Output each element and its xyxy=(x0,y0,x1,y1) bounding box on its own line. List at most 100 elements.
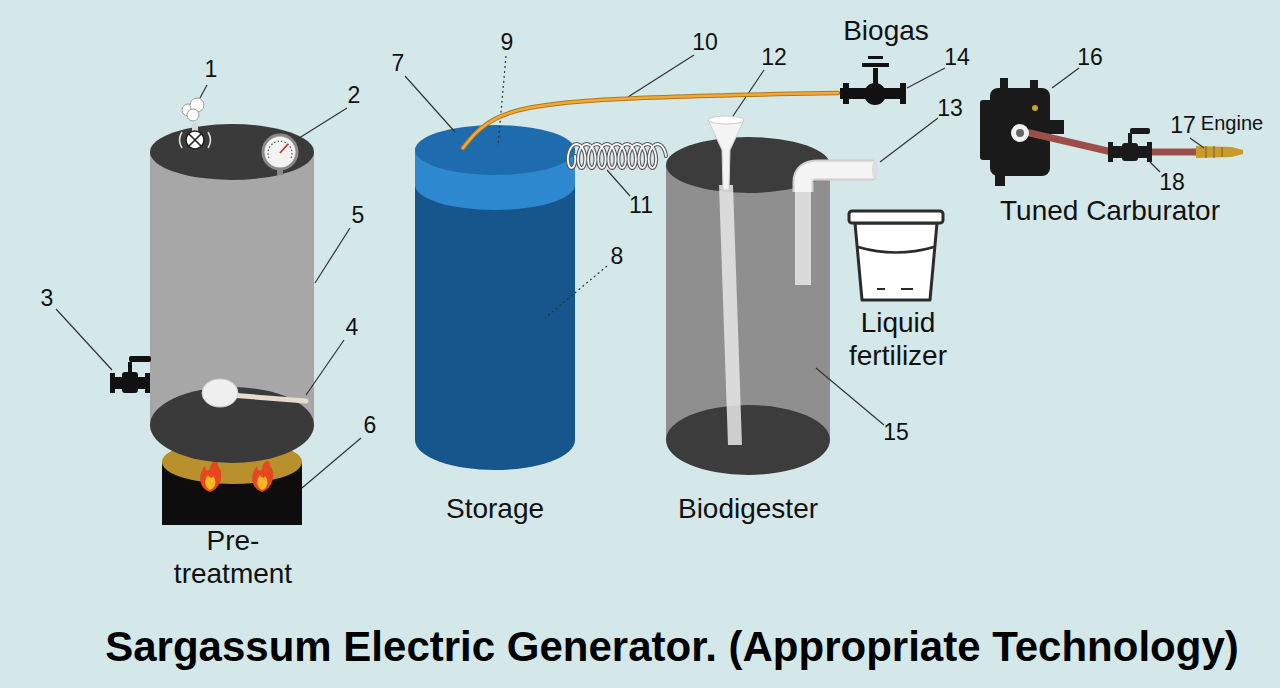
callout-number: 14 xyxy=(944,46,970,69)
leader-line xyxy=(306,340,344,395)
flame-inner xyxy=(205,475,215,490)
leader-line xyxy=(1190,138,1204,148)
outlet-mouth xyxy=(872,160,878,180)
biogas-valve: Biogas xyxy=(838,14,934,110)
valve-flange xyxy=(843,83,849,104)
valve-flange xyxy=(1147,142,1152,162)
leader-line xyxy=(880,118,938,162)
callout-number: 1 xyxy=(205,58,218,81)
valve-stem xyxy=(1128,133,1132,143)
tank-body xyxy=(415,150,575,440)
leader-line xyxy=(498,56,506,146)
hose-valve xyxy=(1108,128,1152,162)
valve-handle xyxy=(868,56,883,59)
connector-outline xyxy=(463,93,838,148)
drain-valve xyxy=(110,356,151,393)
callout-number: 11 xyxy=(629,194,653,217)
fuel-hose xyxy=(1150,149,1200,156)
carb-nozzle xyxy=(1048,120,1064,134)
digester-bottom xyxy=(666,405,830,475)
component-caption: Pre-treatment xyxy=(152,524,314,591)
callout-number: 18 xyxy=(1159,171,1185,194)
component-caption: Biogas xyxy=(843,14,929,48)
valve-body xyxy=(1122,143,1138,161)
callout-number: 6 xyxy=(364,414,377,437)
sampler-handle xyxy=(230,395,306,401)
diagram-title: Sargassum Electric Generator. (Appropria… xyxy=(105,626,1239,668)
component-caption: Storage xyxy=(446,492,544,526)
valve-handle xyxy=(129,356,151,362)
gauge-needle xyxy=(280,144,288,153)
valve-stem xyxy=(128,362,132,373)
leader-line xyxy=(56,309,112,370)
carburetor xyxy=(980,78,1064,186)
fertilizer-bucket: Liquid fertilizer xyxy=(842,205,954,373)
part-label: Tuned Carburator xyxy=(1000,197,1220,225)
bucket-mark xyxy=(877,288,885,290)
callout-number: 7 xyxy=(392,52,405,75)
biogas-hose xyxy=(463,93,838,148)
valve-body xyxy=(864,83,886,105)
gauge-scale xyxy=(268,141,292,158)
tank-bottom xyxy=(415,410,575,470)
callout-number: 10 xyxy=(692,31,718,54)
callout-number: 16 xyxy=(1077,46,1103,69)
flame xyxy=(200,461,221,492)
leader-line xyxy=(302,438,361,488)
valve-stem xyxy=(192,123,198,131)
valve-flange xyxy=(145,373,150,393)
feed-tube xyxy=(719,185,742,445)
callout-number: 8 xyxy=(611,245,624,268)
carb-port xyxy=(1011,124,1029,142)
leader-line xyxy=(200,85,207,98)
flame-outer xyxy=(252,461,273,492)
flame-outer xyxy=(200,461,221,492)
component-caption: Biodigester xyxy=(678,492,818,526)
leader-line xyxy=(296,108,347,140)
leader-line xyxy=(1052,68,1079,88)
digester-body xyxy=(666,165,830,440)
connector-outline xyxy=(568,144,666,168)
storage-tank: Storage xyxy=(415,148,575,526)
leader-line xyxy=(545,266,607,318)
callout-number: 5 xyxy=(352,204,365,227)
callout-number: 9 xyxy=(501,31,514,54)
valve-flange xyxy=(900,83,906,104)
leader-line xyxy=(907,68,945,88)
vessel-body xyxy=(150,152,314,425)
connector-core xyxy=(463,93,838,148)
bucket-body xyxy=(855,223,937,300)
feed-funnel xyxy=(708,120,744,190)
leader-line xyxy=(628,55,694,97)
callout-number: 17 xyxy=(1170,114,1196,137)
valve-flange xyxy=(1108,142,1113,162)
callout-number: 3 xyxy=(41,287,54,310)
vessel-lid xyxy=(150,124,314,180)
carb-screw xyxy=(1032,105,1038,111)
biodigester-tank: Biodigester xyxy=(666,138,830,526)
safety-valve xyxy=(186,131,204,149)
valve-body xyxy=(122,372,138,393)
outlet-pipe-edge xyxy=(803,170,874,192)
nozzle-ridge xyxy=(1206,146,1222,158)
gas-valve xyxy=(840,56,906,105)
valve-flange xyxy=(110,373,115,393)
flame-inner xyxy=(257,475,267,490)
steam-puff xyxy=(187,109,199,121)
part-label: Engine xyxy=(1201,113,1263,133)
callout-number: 12 xyxy=(761,46,787,69)
callout-number: 15 xyxy=(883,421,909,444)
valve-handle xyxy=(862,63,889,67)
vibration-mark xyxy=(180,132,211,148)
valve-handle xyxy=(1130,128,1150,134)
leader-line xyxy=(816,368,884,425)
outlet-pipe-inner xyxy=(795,185,811,285)
leader-line xyxy=(1150,162,1160,172)
callout-number: 4 xyxy=(346,316,359,339)
funnel-rim xyxy=(708,116,744,124)
bucket-rim xyxy=(849,211,943,223)
bucket-mark xyxy=(901,288,913,290)
safety-valve-cross xyxy=(189,134,201,146)
leader-line xyxy=(607,170,630,196)
callout-number: 2 xyxy=(348,84,361,107)
